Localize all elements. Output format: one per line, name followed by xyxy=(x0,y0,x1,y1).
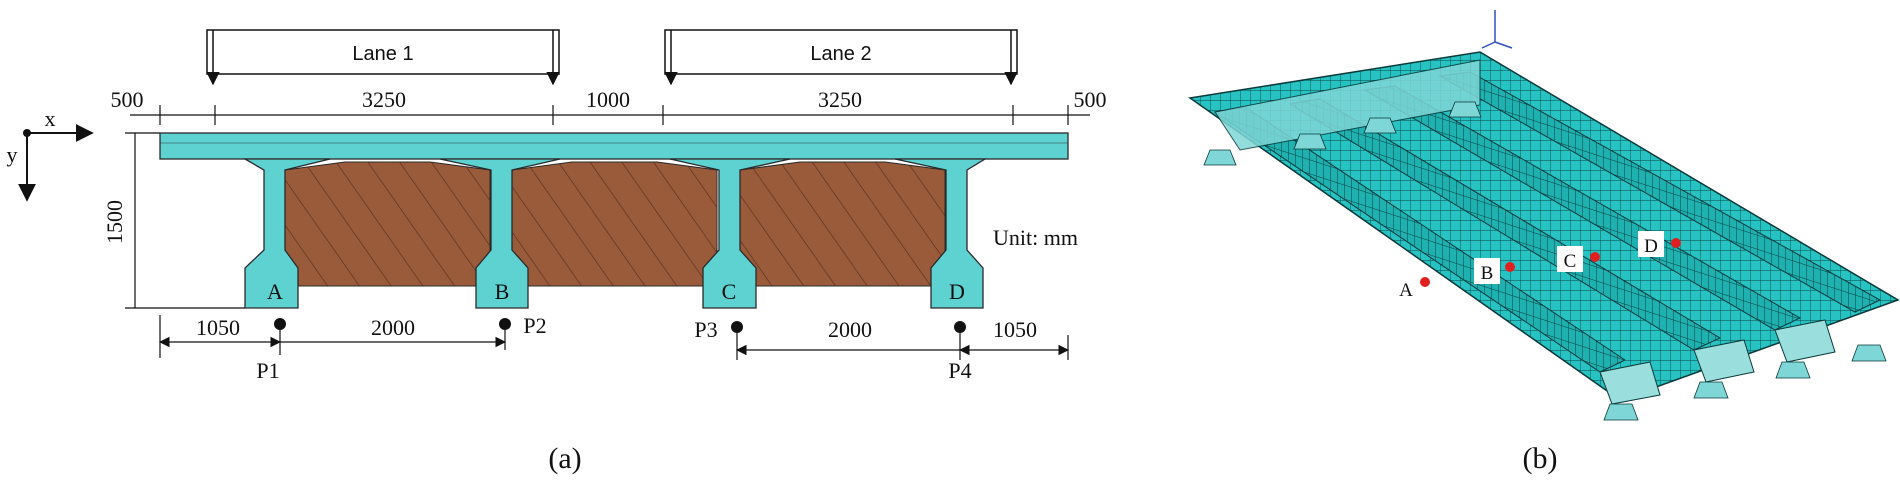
panel-a-cross-section: Lane 1 Lane 2 500 3250 1000 3250 500 xyxy=(7,29,1107,475)
dim-lane-1-width: 3250 xyxy=(362,87,406,112)
axis-x-label: x xyxy=(45,106,56,131)
girder-a: A xyxy=(242,158,331,309)
fe-label-a: A xyxy=(1399,280,1413,301)
girder-d: D xyxy=(894,158,988,309)
caption-a: (a) xyxy=(548,442,581,475)
fe-supports xyxy=(1203,101,1887,421)
dim-gap: 1000 xyxy=(586,87,630,112)
axis-y-label: y xyxy=(7,142,18,167)
fe-marker-b: B xyxy=(1474,258,1515,284)
fe-end-block xyxy=(1599,361,1661,405)
load-points xyxy=(274,318,966,360)
dim-left-overhang: 500 xyxy=(111,87,144,112)
dim-bottom-right-2000: 2000 xyxy=(828,317,872,342)
fe-label-c: C xyxy=(1564,251,1577,272)
lane-1-box: Lane 1 xyxy=(206,29,560,86)
top-dimension-line xyxy=(130,105,1090,125)
girder-c-label: C xyxy=(722,279,737,304)
girder-c: C xyxy=(669,158,791,309)
point-p4-label: P4 xyxy=(948,358,971,383)
lane-2-box: Lane 2 xyxy=(664,29,1018,86)
girder-d-label: D xyxy=(949,279,965,304)
deck-slab xyxy=(159,132,1069,160)
girder-b: B xyxy=(439,158,561,309)
dim-right-overhang: 500 xyxy=(1074,87,1107,112)
fe-marker-d: D xyxy=(1638,231,1681,257)
panel-b-fe-model: A B C D (b) xyxy=(1188,10,1900,475)
point-p2-label: P2 xyxy=(523,313,546,338)
axis-indicator: x y xyxy=(7,106,94,202)
fe-end-block-2 xyxy=(1693,339,1755,383)
fe-axis-triad-icon xyxy=(1481,10,1513,49)
fe-label-b: B xyxy=(1481,263,1494,284)
bottom-dimension-left xyxy=(158,315,507,358)
dim-bottom-left-2000: 2000 xyxy=(371,315,415,340)
girder-b-label: B xyxy=(495,279,510,304)
fe-marker-c: C xyxy=(1557,246,1600,272)
point-p1-label: P1 xyxy=(256,358,279,383)
fe-end-diaphragm xyxy=(1214,59,1481,151)
fe-marker-a: A xyxy=(1399,277,1430,301)
lane-2-label: Lane 2 xyxy=(810,43,871,65)
bottom-dimension-right xyxy=(735,333,1070,360)
girder-a-label: A xyxy=(267,279,283,304)
fill-material xyxy=(284,161,946,287)
dim-height: 1500 xyxy=(102,200,127,244)
dim-bottom-right-1050: 1050 xyxy=(993,317,1037,342)
unit-label: Unit: mm xyxy=(993,225,1078,250)
fe-end-block-3 xyxy=(1774,319,1836,363)
caption-b: (b) xyxy=(1523,442,1558,475)
lane-1-label: Lane 1 xyxy=(352,43,413,65)
dim-lane-2-width: 3250 xyxy=(818,87,862,112)
height-dimension xyxy=(125,132,245,309)
fe-label-d: D xyxy=(1644,236,1658,257)
dim-bottom-left-1050: 1050 xyxy=(196,315,240,340)
point-p3-label: P3 xyxy=(694,317,717,342)
